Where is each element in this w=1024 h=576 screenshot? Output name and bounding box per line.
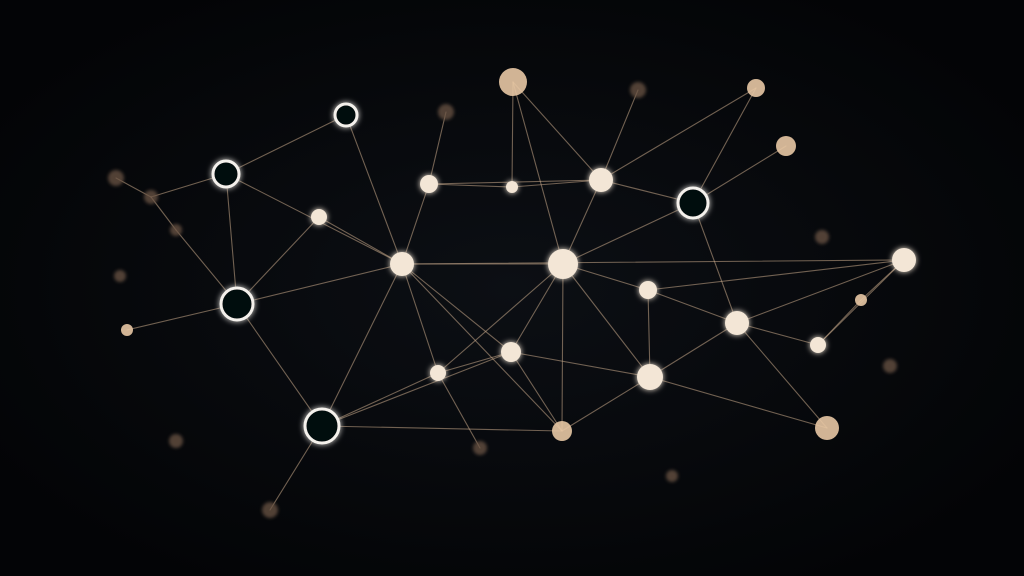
graph-node xyxy=(815,416,839,440)
graph-edge xyxy=(318,216,403,265)
graph-node xyxy=(499,68,527,96)
graph-edge xyxy=(225,114,347,175)
graph-node-dim xyxy=(108,170,124,186)
graph-edge xyxy=(236,303,323,427)
graph-node xyxy=(810,337,826,353)
graph-edge xyxy=(512,81,564,265)
graph-edge xyxy=(649,376,828,429)
graph-edge xyxy=(345,114,403,265)
graph-edge xyxy=(401,263,439,374)
graph-edge xyxy=(236,216,320,305)
graph-edge xyxy=(562,202,694,265)
graph-edge xyxy=(437,263,564,374)
graph-node-dim xyxy=(666,470,678,482)
graph-edge xyxy=(510,351,651,378)
graph-node xyxy=(420,175,438,193)
graph-edge xyxy=(321,372,439,427)
graph-node xyxy=(776,136,796,156)
graph-edge xyxy=(510,263,564,353)
graph-node-dim xyxy=(144,190,158,204)
graph-edge xyxy=(512,81,602,181)
graph-edge xyxy=(649,322,738,378)
graph-edge xyxy=(600,89,639,181)
graph-node xyxy=(639,281,657,299)
graph-edge xyxy=(600,87,757,181)
graph-edge xyxy=(437,372,481,449)
graph-node-dim xyxy=(114,270,126,282)
graph-edge xyxy=(225,173,238,305)
graph-node xyxy=(430,365,446,381)
graph-node xyxy=(501,342,521,362)
graph-node xyxy=(637,364,663,390)
graph-edge xyxy=(562,263,651,378)
graph-node xyxy=(855,294,867,306)
graph-node xyxy=(506,181,518,193)
graph-node xyxy=(390,252,414,276)
node-layer xyxy=(108,68,916,518)
graph-node-ring xyxy=(219,286,255,322)
graph-edge xyxy=(428,183,513,188)
graph-node xyxy=(552,421,572,441)
graph-edge xyxy=(236,263,403,305)
graph-node-dim xyxy=(170,224,182,236)
graph-node xyxy=(747,79,765,97)
graph-node-dim xyxy=(815,230,829,244)
graph-edge xyxy=(561,376,651,432)
graph-edge xyxy=(647,289,651,378)
edge-layer xyxy=(115,81,905,511)
graph-node xyxy=(589,168,613,192)
graph-node-dim xyxy=(473,441,487,455)
graph-edge xyxy=(511,81,514,188)
graph-edge xyxy=(321,351,512,427)
graph-edge xyxy=(736,259,905,324)
graph-edge xyxy=(437,351,512,374)
graph-edge xyxy=(562,179,602,265)
graph-edge xyxy=(647,259,905,291)
graph-edge xyxy=(736,322,819,346)
graph-edge xyxy=(321,425,563,432)
graph-edge xyxy=(126,303,238,331)
graph-node-ring xyxy=(333,102,359,128)
graph-node-ring xyxy=(676,186,710,220)
graph-node xyxy=(725,311,749,335)
graph-edge xyxy=(321,263,403,427)
graph-node xyxy=(121,324,133,336)
graph-edge xyxy=(817,299,862,346)
graph-edge xyxy=(692,145,787,204)
graph-edge xyxy=(428,111,447,185)
graph-node xyxy=(311,209,327,225)
graph-node-ring xyxy=(303,407,341,445)
graph-node-dim xyxy=(630,82,646,98)
graph-edge xyxy=(401,263,512,353)
graph-edge xyxy=(736,322,828,429)
graph-edge xyxy=(561,263,564,432)
graph-edge xyxy=(511,179,602,188)
graph-node-ring xyxy=(211,159,241,189)
graph-edge xyxy=(510,351,563,432)
graph-edge xyxy=(401,183,430,265)
graph-node-dim xyxy=(883,359,897,373)
graph-node-dim xyxy=(262,502,278,518)
graph-edge xyxy=(692,202,738,324)
graph-node-dim xyxy=(169,434,183,448)
graph-node xyxy=(548,249,578,279)
graph-node-dim xyxy=(438,104,454,120)
graph-node xyxy=(892,248,916,272)
graph-edge xyxy=(692,87,757,204)
graph-edge xyxy=(401,259,905,265)
graph-edge xyxy=(401,263,563,432)
graph-edge xyxy=(647,289,738,324)
